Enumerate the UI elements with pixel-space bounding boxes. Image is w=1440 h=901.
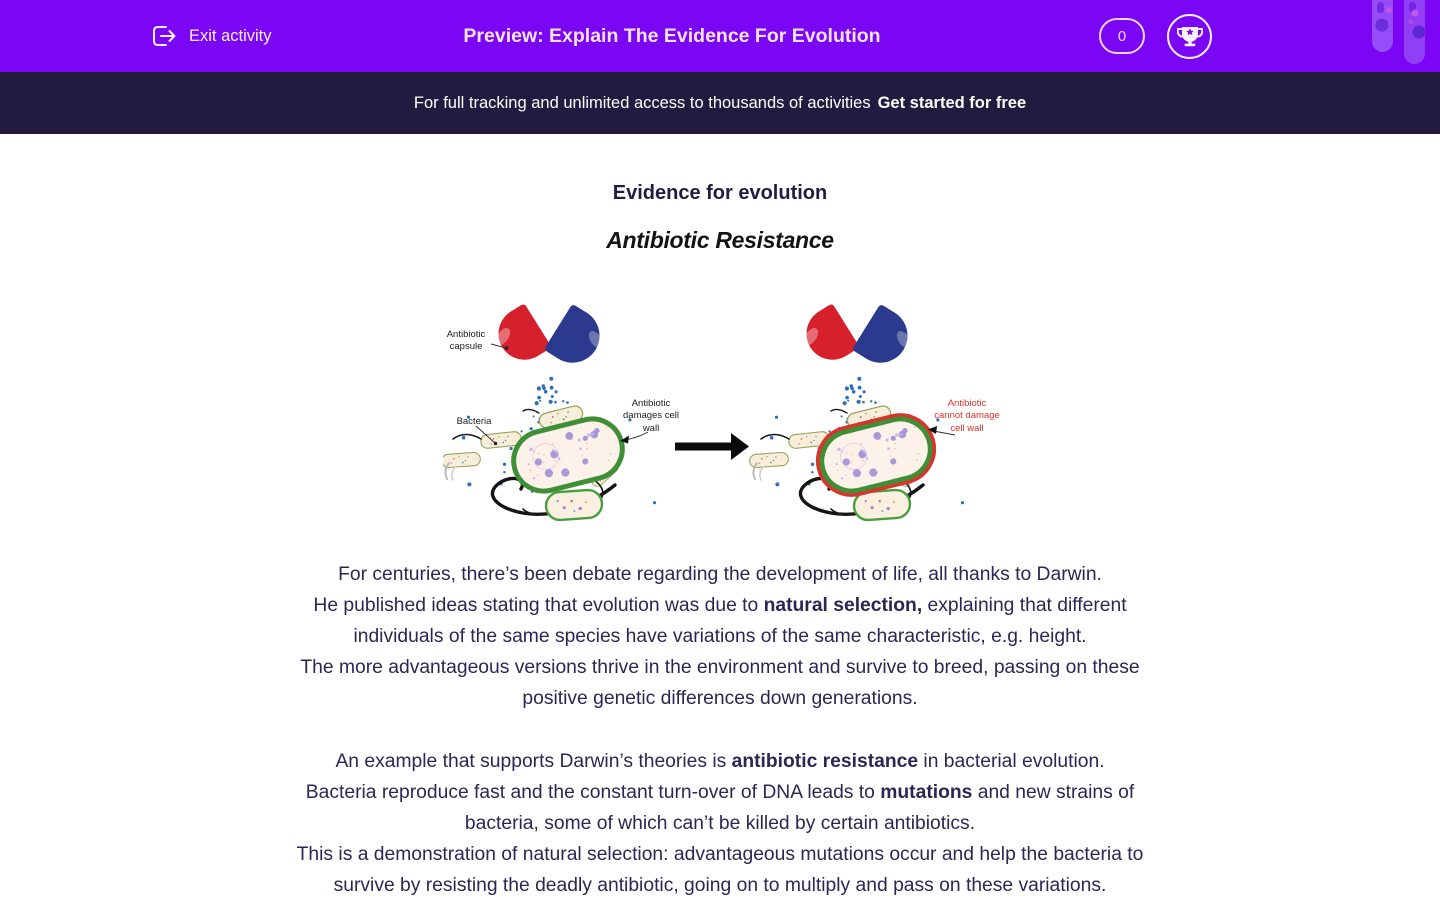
- promo-banner: For full tracking and unlimited access t…: [0, 72, 1440, 134]
- paragraph-darwin: For centuries, there’s been debate regar…: [300, 564, 1140, 709]
- activity-content: Evidence for evolution: [0, 182, 1440, 901]
- test-tubes-decoration: [1370, 0, 1434, 77]
- paragraph-antibiotic-resistance: An example that supports Darwin’s theori…: [296, 751, 1144, 896]
- get-started-link[interactable]: Get started for free: [877, 93, 1027, 112]
- label-antibiotic-capsule: Antibiotic capsule: [446, 329, 486, 353]
- trophy-button[interactable]: [1167, 13, 1212, 59]
- page-title: Evidence for evolution: [612, 182, 828, 204]
- exit-activity-button[interactable]: Exit activity: [150, 23, 272, 49]
- score-badge: 0: [1099, 18, 1145, 54]
- antibiotic-resistance-figure: Antibiotic Resistance Antibiotic capsule…: [443, 227, 1000, 527]
- exit-activity-label: Exit activity: [189, 26, 272, 45]
- app-header: Exit activity Preview: Explain The Evide…: [0, 0, 1440, 72]
- figure-title: Antibiotic Resistance: [606, 227, 834, 253]
- trophy-icon: [1176, 23, 1203, 49]
- label-antibiotic-cannot-damage-cell-wall: Antibiotic cannot damage cell wall: [934, 398, 1000, 434]
- label-bacteria: Bacteria: [456, 416, 492, 427]
- header-right-controls: 0: [1099, 13, 1212, 59]
- exit-icon: [150, 23, 177, 49]
- figure-artwork: [443, 227, 997, 527]
- banner-text: For full tracking and unlimited access t…: [413, 93, 871, 112]
- label-antibiotic-damages-cell-wall: Antibiotic damages cell wall: [623, 398, 679, 434]
- score-value: 0: [1117, 27, 1127, 45]
